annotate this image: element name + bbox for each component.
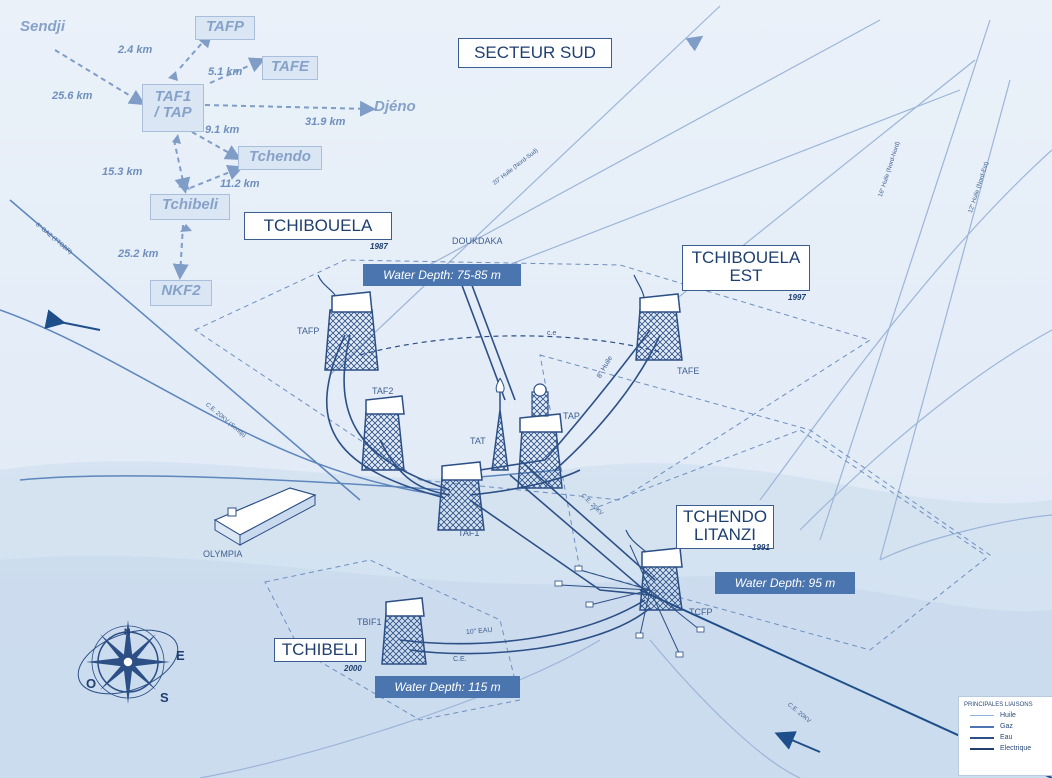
field-tchibouela: TCHIBOUELA [244, 212, 392, 240]
legend-swatch [970, 725, 994, 728]
field-tchibouela-est: TCHIBOUELA EST [682, 245, 810, 291]
place-olympia: OLYMPIA [203, 549, 243, 559]
node-tafe: TAFE [262, 56, 318, 80]
platform-tap [517, 383, 563, 489]
gaz-left-pipeline [9, 199, 361, 501]
platform-taf2 [361, 395, 405, 471]
pipeline-label-ce-bottom: C.E. [453, 656, 467, 663]
platform-taf1 [437, 461, 485, 531]
node-nkf2: NKF2 [150, 280, 212, 306]
legend-item: Huile [970, 712, 1052, 719]
distance-taf1-tchendo: 9.1 km [205, 124, 240, 136]
legend-swatch [970, 715, 994, 716]
distance-taf1-tafe: 5.1 km [208, 66, 243, 78]
arrow-tchibeli-nkf2 [172, 224, 189, 280]
legend-swatch [970, 736, 994, 739]
compass-e-label: E [176, 648, 185, 663]
sector-label: SECTEUR SUD [458, 38, 612, 68]
platform-label-taf2: TAF2 [372, 386, 394, 396]
legend-item: Gaz [970, 723, 1052, 730]
distance-taf1-sendji: 25.6 km [52, 90, 93, 102]
platform-tcfp [625, 529, 683, 611]
compass-n-label: N [124, 627, 131, 637]
platform-label-tafp: TAFP [297, 326, 320, 336]
legend-swatch [970, 747, 994, 750]
year-tchibouela-est: 1997 [788, 293, 806, 302]
platform-label-tafe: TAFE [677, 366, 700, 376]
platform-label-tat: TAT [470, 436, 486, 446]
year-tchibouela: 1987 [370, 242, 388, 251]
node-djeno: Djéno [374, 98, 416, 115]
distance-tchibeli-nkf2: 25.2 km [118, 248, 159, 260]
distance-taf1-tafp: 2.4 km [118, 44, 153, 56]
compass-o-label: O [86, 676, 97, 691]
place-doukdaka: DOUKDAKA [452, 236, 503, 246]
legend-label: Eau [1000, 734, 1013, 741]
legend-item: Eau [970, 734, 1052, 741]
year-tchendo-litanzi: 1991 [752, 543, 770, 552]
sea-shade-2 [0, 555, 1052, 778]
water-depth-tchendo: Water Depth: 95 m [715, 572, 855, 594]
platform-label-tbif1: TBIF1 [357, 617, 382, 627]
arrow-sendji-taf1 [54, 49, 146, 106]
platform-tafe [633, 274, 683, 361]
platform-tafp [317, 274, 379, 371]
arrow-taf1-tafe [209, 57, 266, 84]
arrow-taf1-djeno [204, 100, 376, 117]
legend-label: Huile [1000, 712, 1016, 719]
field-tchibeli: TCHIBELI [274, 638, 366, 662]
water-depth-tchibeli: Water Depth: 115 m [375, 676, 520, 698]
distance-taf1-tchibeli: 15.3 km [102, 166, 143, 178]
platform-label-taf1: TAF1 [458, 528, 480, 538]
node-tchibeli: Tchibeli [150, 194, 230, 220]
compass-rose [77, 620, 179, 704]
year-tchibeli: 2000 [344, 664, 362, 673]
huile-north-pipeline [329, 5, 721, 376]
platform-tat-flare [491, 377, 509, 471]
field-tchendo-litanzi: TCHENDO LITANZI [676, 505, 774, 549]
node-tafp: TAFP [195, 16, 255, 40]
legend-item: Electrique [970, 745, 1052, 752]
legend-label: Electrique [1000, 745, 1032, 752]
huile-right-pipeline [879, 79, 1011, 561]
tchibouela-boundary [193, 259, 872, 501]
water-depth-tchibouela: Water Depth: 75-85 m [363, 264, 521, 286]
arrow-taf1-tchibeli [173, 139, 191, 194]
ce-dashed-cable [359, 335, 661, 356]
node-tchendo: Tchendo [238, 146, 322, 170]
huile-mid-pipeline [819, 19, 991, 541]
node-sendji: Sendji [20, 18, 66, 35]
platform-tbif1 [381, 597, 427, 665]
distance-taf1-djeno: 31.9 km [305, 116, 346, 128]
pipeline-label-ce-top: c.e [547, 330, 557, 337]
fpso-olympia [213, 487, 317, 546]
legend-title: PRINCIPALES LIAISONS [964, 702, 1033, 708]
node-taf1-tap: TAF1 / TAP [142, 84, 204, 132]
compass-s-label: S [160, 690, 169, 705]
platform-label-tcfp: TCFP [689, 607, 713, 617]
platform-label-tap: TAP [563, 411, 580, 421]
distance-tchibeli-tchendo: 11.2 km [220, 178, 260, 190]
legend-label: Gaz [1000, 723, 1013, 730]
